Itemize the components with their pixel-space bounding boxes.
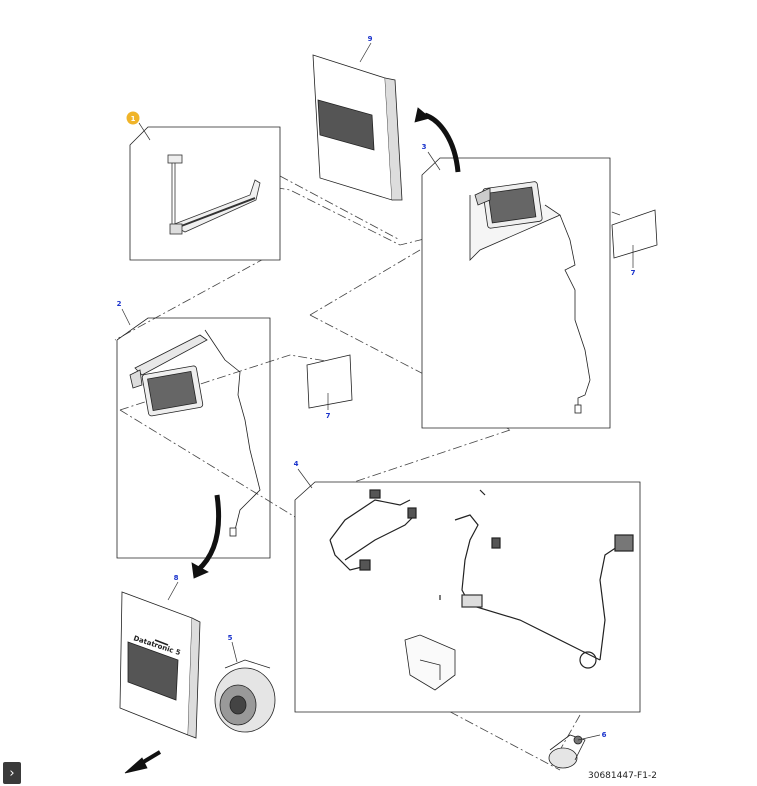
flow-arrowhead-3-9 — [414, 107, 431, 123]
callout-1-badge — [126, 111, 140, 125]
kit-box-1 — [129, 126, 281, 261]
callout-3: 3 — [422, 143, 427, 151]
sensor — [548, 734, 586, 769]
mounting-bracket — [167, 154, 261, 235]
callout-7-right: 7 — [631, 269, 636, 277]
harness-bracket — [404, 634, 456, 691]
callout-4: 4 — [294, 460, 299, 468]
wiring-harness — [329, 489, 634, 669]
leader-lines — [121, 42, 634, 741]
chevron-right-icon[interactable]: › — [3, 762, 21, 784]
display-assembly-2 — [129, 329, 261, 537]
callout-6: 6 — [602, 731, 607, 739]
callout-9: 9 — [368, 35, 373, 43]
alternator — [214, 659, 276, 733]
operator-manual-8 — [119, 591, 201, 739]
callout-labels: 1 2 3 4 5 6 7 7 8 9 — [117, 35, 636, 739]
display-assembly-3 — [469, 181, 591, 414]
export-arrow-icon — [124, 750, 162, 774]
callout-1: 1 — [131, 115, 136, 123]
callout-2: 2 — [117, 300, 122, 308]
kit-box-2 — [116, 317, 271, 559]
callout-5: 5 — [228, 634, 233, 642]
operator-manual-9 — [312, 54, 403, 201]
flow-arrowhead-2-8 — [191, 562, 209, 579]
kit-box-3 — [421, 157, 611, 429]
kit-box-4 — [294, 481, 641, 713]
flow-arrow-2-8 — [196, 494, 222, 572]
label-sheet-b — [611, 209, 658, 259]
label-sheet-a — [306, 354, 353, 409]
callout-7-left: 7 — [326, 412, 331, 420]
reference-code: 30681447-F1-2 — [588, 771, 657, 781]
callout-8: 8 — [174, 574, 179, 582]
